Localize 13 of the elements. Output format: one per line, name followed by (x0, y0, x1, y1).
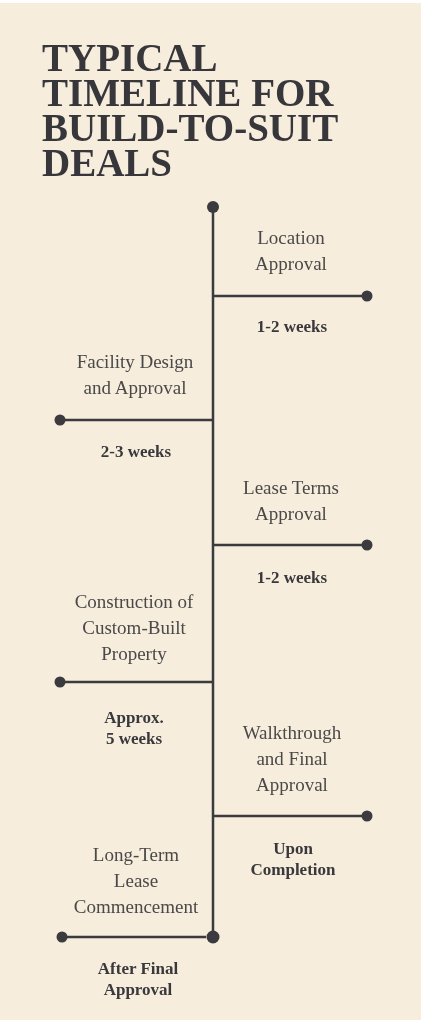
duration-label: 1-2 weeks (255, 566, 329, 588)
duration-label: Approx. 5 weeks (103, 706, 165, 749)
stage-label: Location Approval (254, 226, 328, 276)
page-title: TYPICAL TIMELINE FOR BUILD-TO-SUIT DEALS (42, 40, 339, 180)
stage-label: Facility Design and Approval (75, 350, 195, 400)
duration-label: Upon Completion (249, 837, 337, 880)
duration-label: After Final Approval (96, 957, 180, 1000)
stage-label: Long-Term Lease Commencement (72, 843, 200, 919)
stage-label: Construction of Custom-Built Property (73, 590, 195, 666)
stage-label: Lease Terms Approval (242, 476, 340, 526)
duration-label: 2-3 weeks (99, 440, 173, 462)
duration-label: 1-2 weeks (255, 315, 329, 337)
stage-label: Walkthrough and Final Approval (241, 721, 343, 797)
